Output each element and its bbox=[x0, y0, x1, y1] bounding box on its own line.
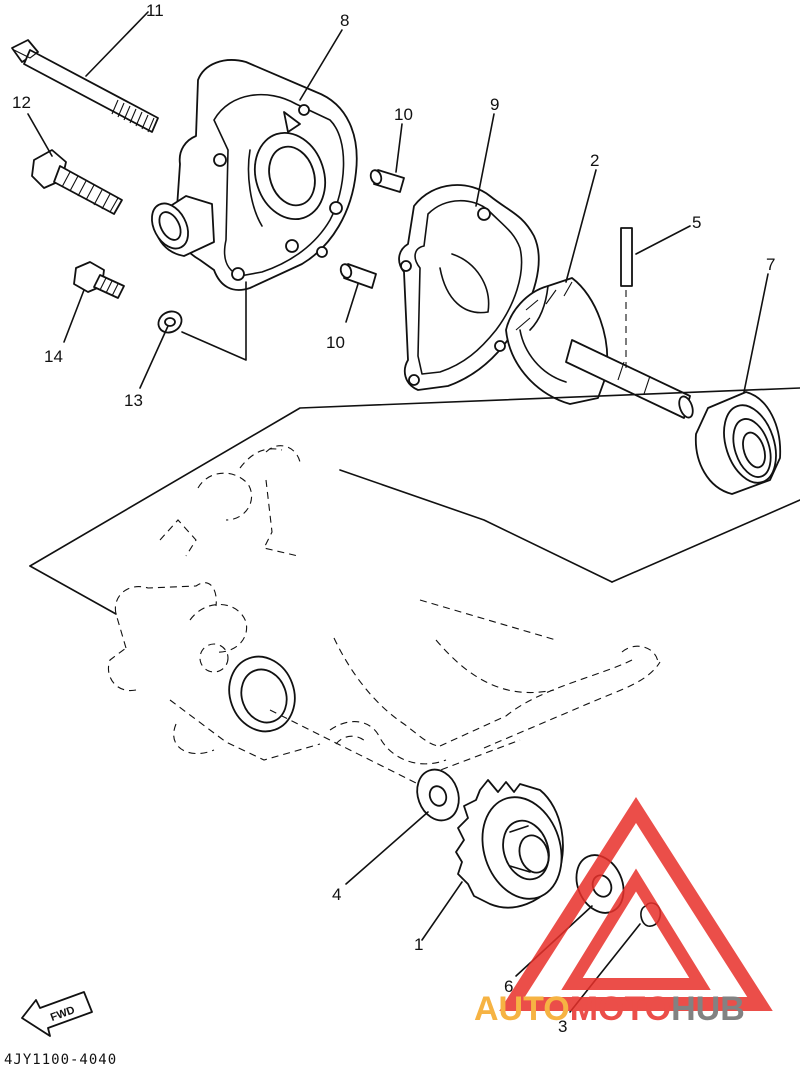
watermark-logo: AUTOMOTOHUB bbox=[474, 797, 773, 1028]
watermark-triangle-outer bbox=[499, 797, 773, 1011]
fwd-arrow-icon: FWD bbox=[21, 991, 93, 1037]
callout-11: 11 bbox=[146, 1, 164, 20]
bolt-12 bbox=[31, 149, 123, 215]
callout-1: 1 bbox=[414, 935, 423, 954]
callout-10-upper: 10 bbox=[394, 105, 413, 124]
callout-3: 3 bbox=[558, 1017, 567, 1036]
watermark-brand-moto: MOTO bbox=[570, 990, 671, 1028]
impeller-shaft-2 bbox=[505, 277, 694, 419]
callout-5: 5 bbox=[692, 213, 701, 232]
callout-13: 13 bbox=[124, 391, 143, 410]
watermark-brand-auto: AUTO bbox=[474, 990, 570, 1028]
callout-6: 6 bbox=[504, 977, 513, 996]
callout-4: 4 bbox=[332, 885, 341, 904]
bolt-14 bbox=[73, 261, 125, 299]
callout-9: 9 bbox=[490, 95, 499, 114]
washer-13 bbox=[157, 310, 183, 334]
washer-6 bbox=[575, 854, 625, 914]
diagram-part-code: 4JY1100-4040 bbox=[4, 1052, 117, 1068]
callout-12: 12 bbox=[12, 93, 31, 112]
washer-4 bbox=[416, 768, 460, 822]
watermark-triangle-inner bbox=[561, 868, 711, 990]
dowel-pin-10-upper bbox=[369, 169, 405, 193]
bolt-11 bbox=[11, 39, 159, 133]
dowel-pin-10-lower bbox=[339, 263, 377, 289]
bearing-7 bbox=[694, 391, 782, 495]
callout-7: 7 bbox=[766, 255, 775, 274]
callout-14: 14 bbox=[44, 347, 63, 366]
pump-gear-1 bbox=[455, 779, 564, 909]
leader-lines bbox=[27, 11, 769, 1013]
pump-housing-8 bbox=[151, 59, 358, 291]
callout-10-lower: 10 bbox=[326, 333, 345, 352]
pin-5 bbox=[620, 227, 633, 368]
callout-8: 8 bbox=[340, 11, 349, 30]
watermark-brand: AUTOMOTOHUB bbox=[474, 990, 745, 1028]
gasket-9 bbox=[398, 184, 540, 391]
crankcase-outline bbox=[29, 387, 800, 791]
callout-labels: 11 8 12 10 9 2 5 7 10 14 13 4 1 6 3 bbox=[12, 1, 775, 1036]
callout-2: 2 bbox=[590, 151, 599, 170]
watermark-brand-hub: HUB bbox=[671, 990, 745, 1028]
